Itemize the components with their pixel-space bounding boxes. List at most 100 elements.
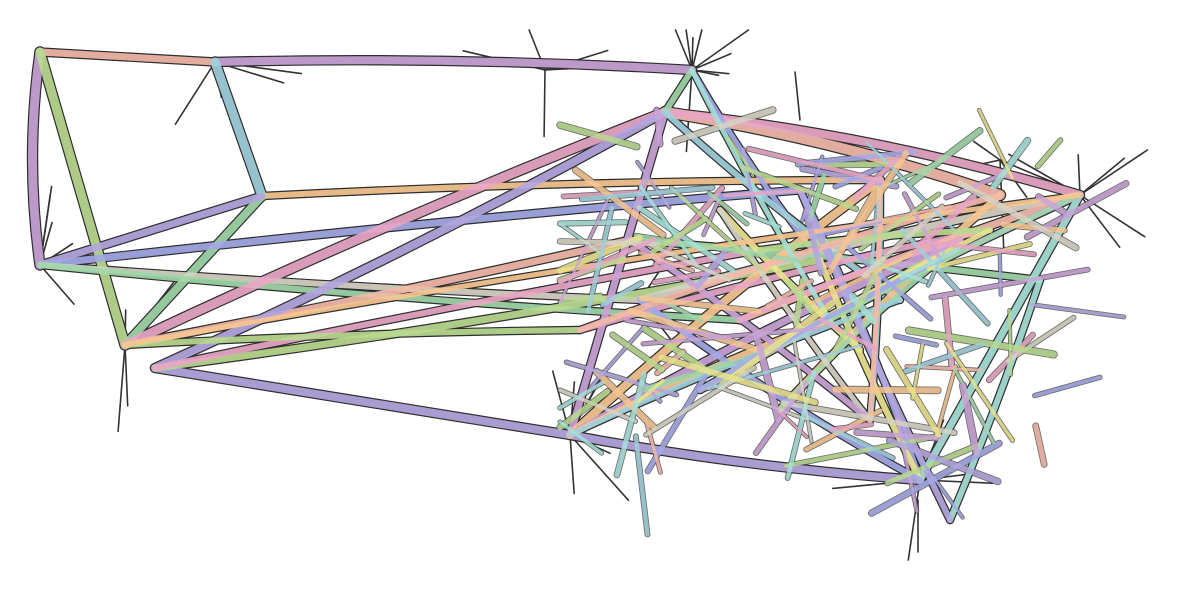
edge-bundle [561,190,641,199]
edge-bundle [564,360,679,397]
edge-bundle [778,410,809,439]
edge-bundle [844,243,933,321]
edge-bundle [638,251,695,273]
edge-bundle [753,334,782,424]
edge-stub [691,29,703,71]
edge-bundle [765,279,814,309]
edge-bundle [121,192,266,349]
edge-bundle [633,233,801,264]
edge-bundle [893,334,939,347]
edge-stub [691,29,750,71]
edge-bundle [849,150,909,238]
edge-bundle [806,173,827,223]
edge-bundle [614,371,647,478]
edge-bundle [947,277,1043,523]
edge-stub [1079,157,1126,196]
edge-bundle [1030,302,1126,319]
edge-stub [1077,154,1081,196]
edge-bundle [259,177,883,199]
edge-bundle [1033,423,1047,467]
edge-bundle [1005,315,1076,364]
edge-bundle [869,188,881,271]
edge-bundle [743,211,781,229]
edge-bundle [707,191,749,226]
edge-bundles [28,47,1129,537]
edge-stub [674,29,693,71]
edge-bundle [998,248,1003,297]
edge-bundle [702,198,721,237]
edge-stub [39,264,75,305]
edge-stub [907,479,921,561]
edge-bundle [854,429,942,441]
edge-bundle [658,354,818,406]
edge-bundle [861,204,945,278]
edge-bundle [859,192,941,251]
edge-bundle [713,384,807,421]
edge-bundle [672,107,776,144]
edge-stub [685,29,693,71]
edge-bundle [593,368,658,431]
edge-bundle [829,422,874,432]
edge-bundle [211,56,696,74]
edge-bundle [641,325,711,375]
edge-bundle [558,222,605,257]
edge-bundle [957,180,1079,251]
edge-stub [794,71,801,121]
edge-bundle [558,388,638,424]
edge-stub [569,434,575,495]
edge-bundle [210,57,267,201]
edge-bundle [883,346,942,437]
edge-bundle [36,48,219,66]
edge-bundle [557,388,611,431]
edge-bundle [654,107,663,147]
edge-bundle [726,136,755,175]
edge-bundle [566,431,924,484]
edge-bundle [908,127,983,186]
edge-bundle [926,250,946,287]
edge-stub [124,344,129,407]
edge-bundle [588,327,645,390]
edge-stub [691,52,732,71]
edge-bundle [122,327,583,348]
edge-bundle [818,317,879,352]
edge-bundle [36,186,804,269]
edge-bundle [120,107,670,350]
edge-bundle [780,400,957,436]
edge-bundle [635,160,671,209]
edge-bundle [558,420,604,455]
edge-bundle [990,137,1031,190]
edge-bundle [949,360,996,445]
edge-bundle [558,380,606,410]
edge-stub [691,36,694,71]
edge-bundle [717,207,873,423]
edge-bundle [648,243,731,282]
edge-stub [691,69,730,75]
edge-bundle [785,369,817,481]
edge-bundle [579,185,715,202]
edge-bundle [832,386,941,394]
edge-bundle [639,295,762,315]
edge-bundle [643,417,663,474]
edge-bundle [557,219,628,226]
edge-bundle [694,249,728,290]
edge-bundle [557,122,640,150]
edge-bundle [805,252,913,308]
edge-bundle [899,247,961,281]
edge-bundle [740,165,859,212]
edge-stub [1079,149,1149,196]
edge-bundle [669,186,763,271]
edge-bundle [977,108,1014,179]
edge-bundle [929,267,1090,300]
edge-bundle [903,341,986,374]
edge-bundle [944,341,1015,443]
edge-bundle [1032,375,1102,398]
edge-bundle [624,318,733,341]
edge-bundle [585,205,615,314]
edge-bundle [795,149,917,167]
edge-bundle [817,257,923,483]
edge-bundle [933,364,958,441]
edge-bundle [650,216,709,255]
edge-bundle [926,241,1032,271]
